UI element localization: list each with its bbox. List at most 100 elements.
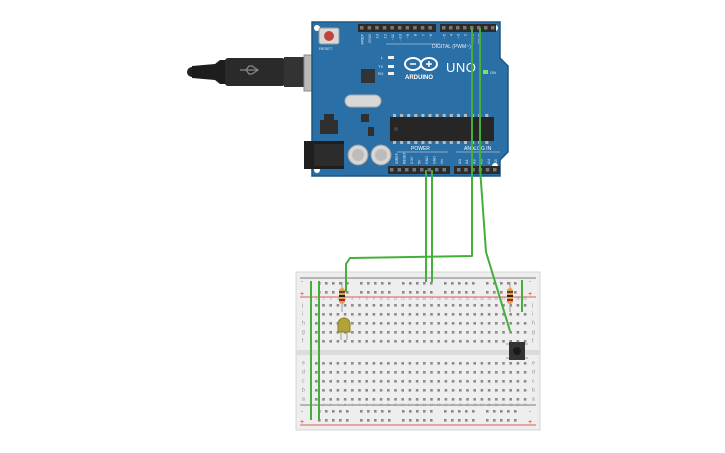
header-pin-hole[interactable] — [390, 168, 394, 172]
breadboard-hole[interactable] — [322, 340, 325, 343]
breadboard-hole[interactable] — [329, 362, 332, 365]
rail-hole[interactable] — [493, 419, 496, 422]
rail-hole[interactable] — [486, 419, 489, 422]
breadboard-hole[interactable] — [495, 322, 498, 325]
breadboard-hole[interactable] — [480, 340, 484, 343]
rail-hole[interactable] — [346, 282, 349, 285]
header-pin-hole[interactable] — [485, 168, 490, 172]
breadboard-hole[interactable] — [423, 371, 426, 374]
breadboard-hole[interactable] — [387, 371, 390, 374]
breadboard-hole[interactable] — [444, 389, 448, 392]
breadboard-hole[interactable] — [516, 304, 520, 307]
breadboard-hole[interactable] — [473, 313, 476, 316]
breadboard-hole[interactable] — [343, 380, 347, 383]
breadboard-hole[interactable] — [473, 304, 476, 307]
rail-hole[interactable] — [465, 282, 468, 285]
breadboard-hole[interactable] — [451, 389, 455, 392]
breadboard-hole[interactable] — [459, 322, 462, 325]
header-pin-hole[interactable] — [435, 168, 439, 172]
breadboard-hole[interactable] — [459, 331, 462, 334]
breadboard-hole[interactable] — [351, 322, 354, 325]
rail-hole[interactable] — [507, 419, 510, 422]
breadboard-hole[interactable] — [322, 371, 325, 374]
header-pin-hole[interactable] — [477, 26, 481, 30]
breadboard-hole[interactable] — [315, 340, 318, 343]
header-pin-hole[interactable] — [484, 26, 488, 30]
breadboard-hole[interactable] — [437, 331, 440, 334]
breadboard-hole[interactable] — [401, 380, 404, 383]
breadboard-hole[interactable] — [430, 389, 433, 392]
rail-hole[interactable] — [444, 282, 447, 285]
breadboard-hole[interactable] — [401, 331, 404, 334]
rail-hole[interactable] — [416, 410, 419, 413]
breadboard-hole[interactable] — [495, 331, 498, 334]
breadboard-hole[interactable] — [509, 371, 512, 374]
breadboard-hole[interactable] — [487, 340, 491, 343]
breadboard-hole[interactable] — [423, 322, 426, 325]
breadboard-hole[interactable] — [408, 362, 412, 365]
rail-hole[interactable] — [332, 410, 335, 413]
breadboard-hole[interactable] — [444, 313, 448, 316]
breadboard-hole[interactable] — [423, 380, 426, 383]
breadboard-hole[interactable] — [358, 331, 361, 334]
breadboard-hole[interactable] — [480, 371, 484, 374]
rail-hole[interactable] — [388, 410, 391, 413]
header-pin-hole[interactable] — [405, 168, 409, 172]
breadboard-hole[interactable] — [459, 380, 462, 383]
breadboard-hole[interactable] — [509, 389, 512, 392]
breadboard-hole[interactable] — [401, 322, 404, 325]
breadboard-hole[interactable] — [322, 304, 325, 307]
breadboard-hole[interactable] — [401, 362, 404, 365]
breadboard-hole[interactable] — [408, 380, 412, 383]
breadboard-hole[interactable] — [358, 398, 361, 401]
breadboard-hole[interactable] — [487, 371, 491, 374]
breadboard-hole[interactable] — [487, 304, 491, 307]
breadboard-hole[interactable] — [430, 371, 433, 374]
breadboard-hole[interactable] — [509, 340, 512, 343]
breadboard-hole[interactable] — [509, 362, 512, 365]
rail-hole[interactable] — [472, 410, 475, 413]
breadboard-hole[interactable] — [372, 398, 376, 401]
breadboard-hole[interactable] — [487, 322, 491, 325]
breadboard-hole[interactable] — [480, 322, 484, 325]
breadboard-hole[interactable] — [466, 304, 469, 307]
breadboard-hole[interactable] — [466, 389, 469, 392]
breadboard-hole[interactable] — [523, 331, 527, 334]
rail-hole[interactable] — [444, 410, 447, 413]
breadboard-hole[interactable] — [516, 313, 520, 316]
breadboard-hole[interactable] — [401, 389, 404, 392]
breadboard-hole[interactable] — [451, 313, 455, 316]
rail-hole[interactable] — [346, 419, 349, 422]
breadboard-hole[interactable] — [480, 313, 484, 316]
breadboard-hole[interactable] — [509, 313, 512, 316]
breadboard-hole[interactable] — [516, 371, 520, 374]
breadboard-hole[interactable] — [322, 362, 325, 365]
rail-hole[interactable] — [444, 291, 447, 294]
breadboard-hole[interactable] — [415, 380, 419, 383]
breadboard-hole[interactable] — [415, 340, 419, 343]
breadboard-hole[interactable] — [502, 331, 505, 334]
led-yellow[interactable] — [337, 317, 351, 340]
rail-hole[interactable] — [500, 282, 503, 285]
rail-hole[interactable] — [465, 419, 468, 422]
breadboard-hole[interactable] — [343, 398, 347, 401]
rail-hole[interactable] — [388, 419, 391, 422]
rail-hole[interactable] — [416, 282, 419, 285]
breadboard-hole[interactable] — [473, 398, 476, 401]
breadboard-hole[interactable] — [437, 371, 440, 374]
breadboard-hole[interactable] — [495, 362, 498, 365]
rail-hole[interactable] — [381, 282, 384, 285]
breadboard-hole[interactable] — [387, 313, 390, 316]
breadboard-hole[interactable] — [408, 322, 412, 325]
rail-hole[interactable] — [402, 291, 405, 294]
breadboard-hole[interactable] — [336, 371, 340, 374]
breadboard-hole[interactable] — [423, 362, 426, 365]
breadboard-hole[interactable] — [379, 371, 383, 374]
breadboard-hole[interactable] — [329, 340, 332, 343]
breadboard-hole[interactable] — [343, 371, 347, 374]
breadboard-hole[interactable] — [365, 371, 368, 374]
breadboard-hole[interactable] — [466, 380, 469, 383]
breadboard-hole[interactable] — [351, 371, 354, 374]
breadboard-hole[interactable] — [415, 304, 419, 307]
